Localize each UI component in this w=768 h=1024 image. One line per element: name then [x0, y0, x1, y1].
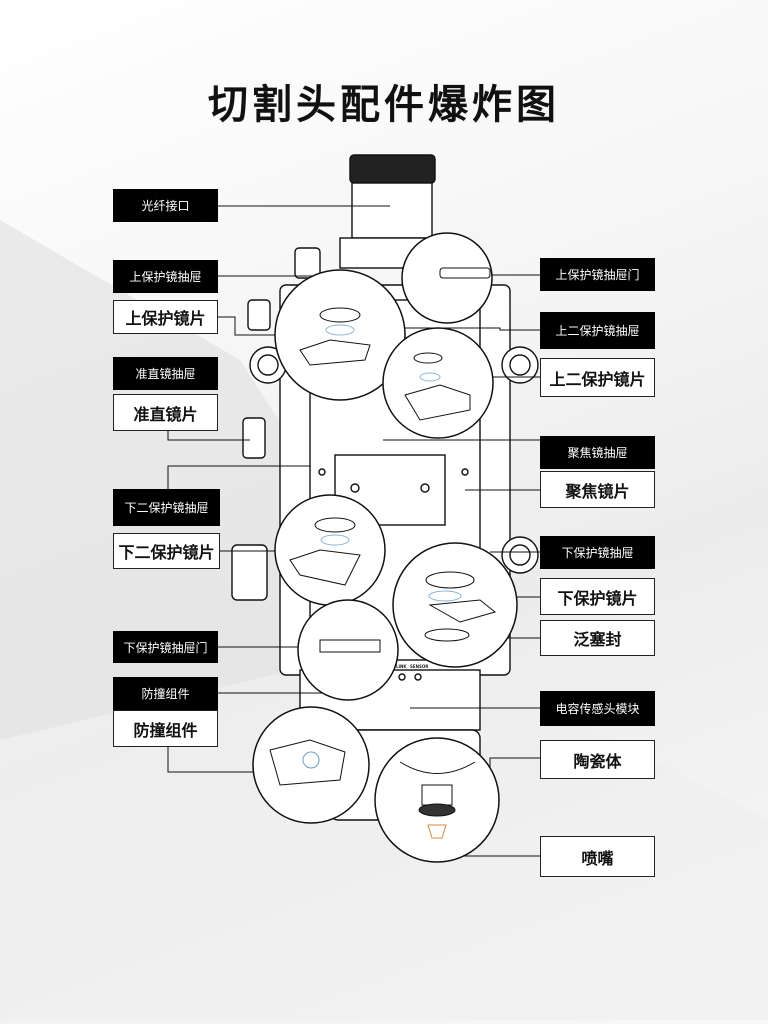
- label-upper-protect-drawer: 上保护镜抽屉: [113, 260, 218, 293]
- label-collimator-lens: 准直镜片: [113, 394, 218, 431]
- page-title: 切割头配件爆炸图: [208, 82, 560, 128]
- sensor-indicator-label: SENSOR: [410, 664, 429, 669]
- label-upper2-protect-lens: 上二保护镜片: [540, 358, 655, 397]
- label-lower2-protect-lens: 下二保护镜片: [113, 533, 220, 569]
- label-ceramic-body: 陶瓷体: [540, 740, 655, 779]
- label-focus-drawer: 聚焦镜抽屉: [540, 436, 655, 469]
- label-fiber-interface: 光纤接口: [113, 189, 218, 222]
- label-capacitive-sensor-module: 电容传感头模块: [540, 691, 655, 726]
- label-spring-seal: 泛塞封: [540, 620, 655, 656]
- label-nozzle: 喷嘴: [540, 836, 655, 877]
- link-indicator-label: LINK: [396, 664, 407, 669]
- label-upper-protect-drawer-door: 上保护镜抽屉门: [540, 258, 655, 291]
- label-anticollision-header: 防撞组件: [113, 677, 218, 710]
- label-lower-protect-drawer: 下保护镜抽屉: [540, 536, 655, 569]
- label-collimator-drawer: 准直镜抽屉: [113, 357, 218, 390]
- label-lower-protect-drawer-door: 下保护镜抽屉门: [113, 631, 218, 663]
- label-lower2-protect-drawer: 下二保护镜抽屉: [113, 489, 220, 526]
- label-upper2-protect-drawer: 上二保护镜抽屉: [540, 312, 655, 349]
- label-focus-lens: 聚焦镜片: [540, 471, 655, 508]
- label-upper-protect-lens: 上保护镜片: [113, 300, 218, 334]
- label-anticollision-assembly: 防撞组件: [113, 710, 218, 747]
- label-lower-protect-lens: 下保护镜片: [540, 578, 655, 615]
